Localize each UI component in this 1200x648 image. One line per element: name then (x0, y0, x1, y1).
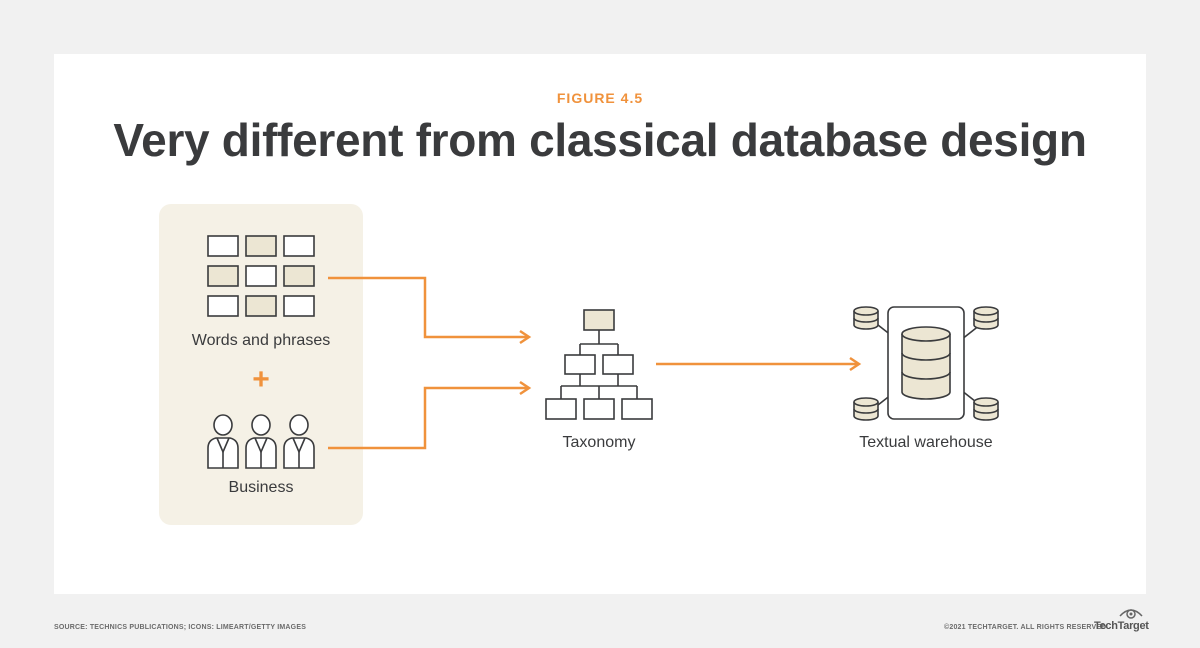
copyright-notice: ©2021 TECHTARGET. ALL RIGHTS RESERVED (944, 624, 1107, 631)
techtarget-eye-icon (1119, 609, 1143, 619)
figure-label: FIGURE 4.5 (556, 90, 644, 106)
inputs-panel (159, 204, 363, 525)
business-to-taxonomy-arrow (328, 386, 528, 450)
figure-title: Very different from classical database d… (113, 114, 1087, 166)
techtarget-logo: TechTarget (1094, 620, 1149, 632)
warehouse-database-icon (853, 306, 999, 421)
connector-arrows (328, 276, 862, 450)
words-and-phrases-label: Words and phrases (191, 332, 331, 349)
word-grid-icon (207, 235, 315, 317)
plus-sign: + (252, 363, 270, 396)
words-to-taxonomy-arrow (328, 276, 528, 339)
people-icon (207, 414, 315, 469)
taxonomy-label: Taxonomy (562, 434, 636, 451)
source-credit: SOURCE: TECHNICS PUBLICATIONS; ICONS: LI… (54, 624, 307, 631)
taxonomy-tree-icon (545, 309, 653, 420)
business-label: Business (228, 479, 294, 496)
textual-warehouse-label: Textual warehouse (859, 434, 993, 451)
